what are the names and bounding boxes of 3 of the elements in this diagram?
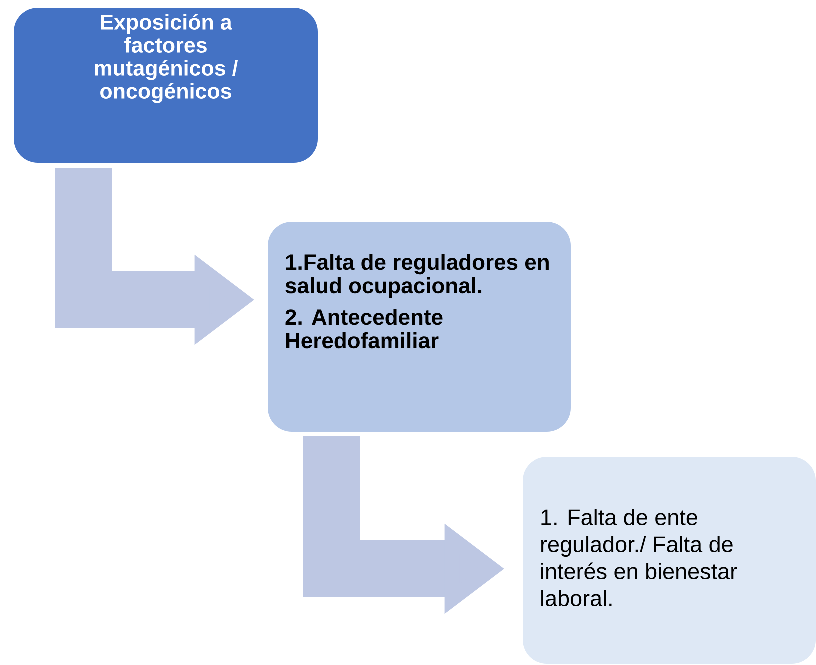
process-box: Exposición a factores mutagénicos / oncogénicos	[14, 8, 318, 163]
process-box: 1. Falta de ente regulador./ Falta de interés en bienestar laboral.	[523, 457, 816, 664]
process-box: 1.Falta de reguladores en salud ocupacional. 2. Antecedente Heredofamiliar	[268, 222, 571, 432]
